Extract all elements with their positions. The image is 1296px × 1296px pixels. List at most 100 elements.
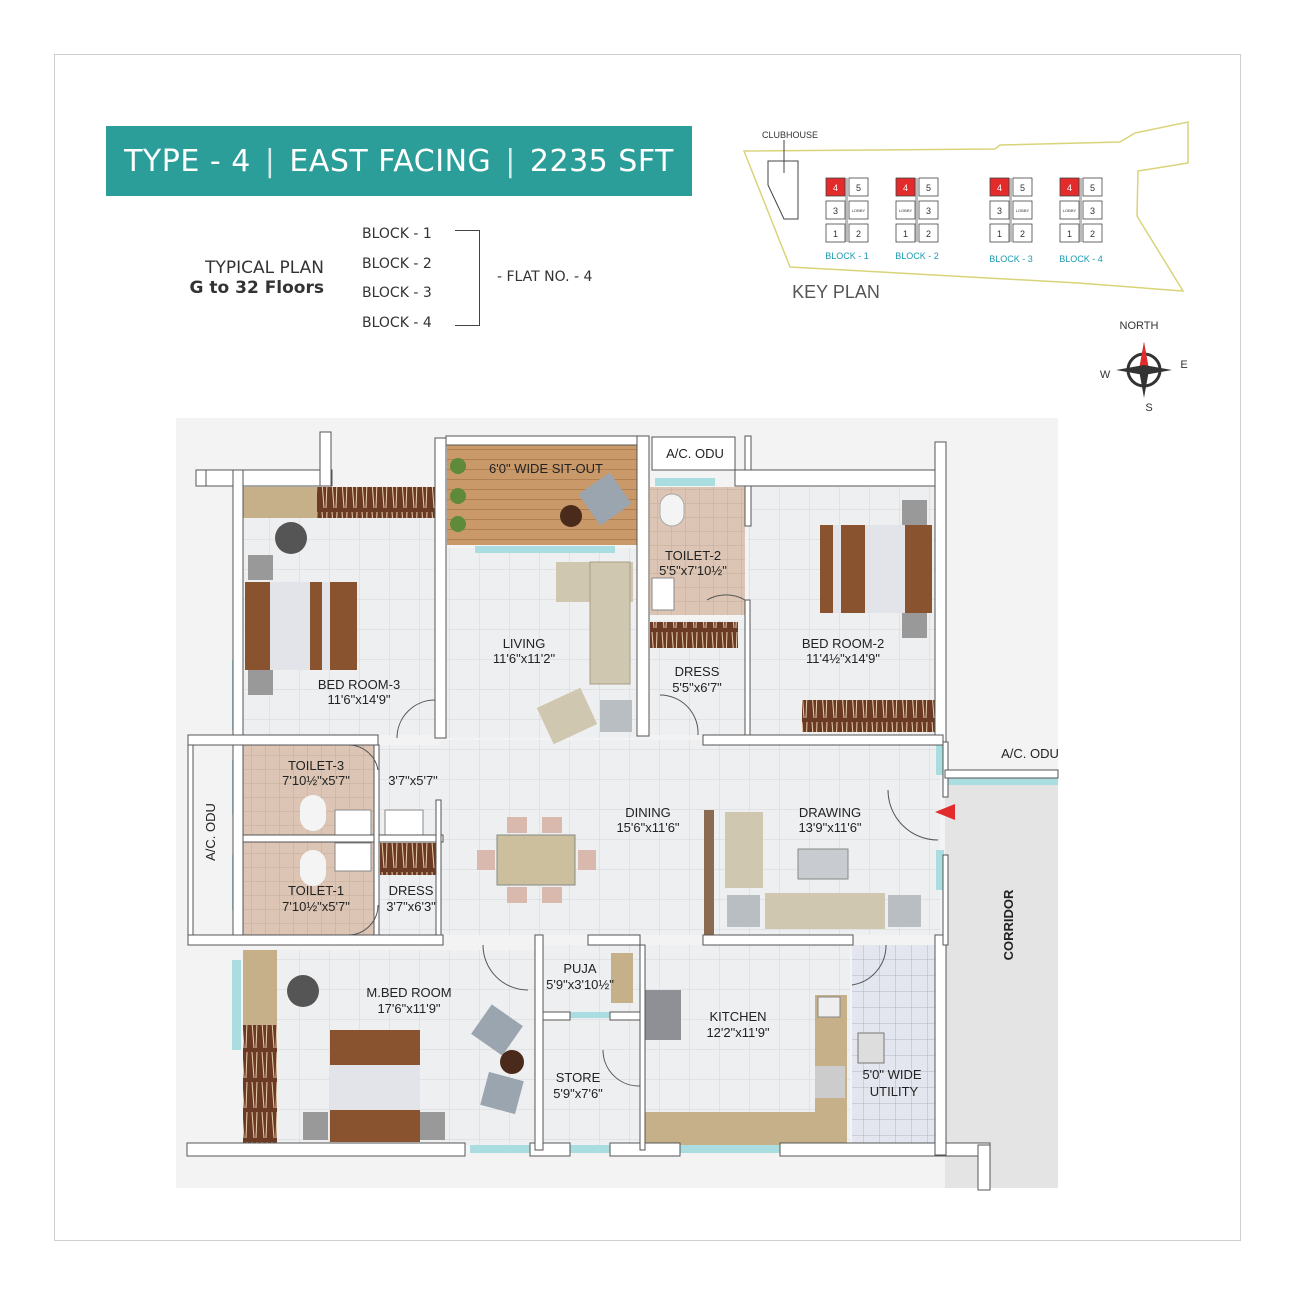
unit — [848, 200, 869, 220]
block-core — [1009, 178, 1012, 242]
unit-label: 5 — [856, 183, 861, 193]
unit-label: LOBBY — [852, 208, 866, 213]
unit — [989, 200, 1010, 220]
separator: | — [264, 143, 276, 179]
kitchen-size: 12'2"x11'9" — [706, 1025, 769, 1040]
floor-plan: 6'0" WIDE SIT-OUT A/C. ODU A/C. ODU A/C.… — [176, 418, 1059, 1191]
unit — [1012, 177, 1033, 197]
counter — [243, 487, 317, 518]
key-plan-block-label: BLOCK - 1 — [825, 251, 869, 261]
unit — [918, 223, 939, 243]
area: 2235 SFT — [529, 143, 674, 179]
unit — [1012, 200, 1033, 220]
kitchen-name: KITCHEN — [709, 1009, 766, 1024]
unit-label: 1 — [1067, 229, 1072, 239]
wardrobe — [243, 1025, 277, 1143]
dress2-size: 5'5"x6'7" — [672, 680, 722, 695]
toilet2-name: TOILET-2 — [665, 548, 721, 563]
mbed-name: M.BED ROOM — [366, 985, 451, 1000]
key-plan-block-label: BLOCK - 2 — [895, 251, 939, 261]
utility-name: UTILITY — [870, 1084, 919, 1099]
unit-label: 2 — [1020, 229, 1025, 239]
facing: EAST FACING — [289, 143, 492, 179]
compass-south: S — [1145, 402, 1152, 414]
bed — [820, 500, 932, 638]
dress1-size: 3'7"x6'3" — [386, 899, 436, 914]
doors — [347, 594, 939, 1087]
compass-north: NORTH — [1120, 320, 1159, 332]
corridor-label: CORRIDOR — [1001, 889, 1016, 960]
unit-label: 1 — [903, 229, 908, 239]
highlighted-unit — [989, 177, 1010, 197]
unit — [825, 200, 846, 220]
highlighted-unit — [1059, 177, 1080, 197]
sitout-label: 6'0" WIDE SIT-OUT — [489, 461, 603, 476]
unit — [918, 200, 939, 220]
block-list: BLOCK - 1 BLOCK - 2 BLOCK - 3 BLOCK - 4 — [362, 226, 432, 345]
bracket — [455, 230, 480, 326]
bathroom-fixtures — [300, 493, 685, 886]
unit — [848, 177, 869, 197]
unit-label: 5 — [1090, 183, 1095, 193]
unit — [1012, 223, 1033, 243]
compass: NORTH E W S — [1100, 320, 1188, 414]
unit — [895, 223, 916, 243]
bed — [245, 555, 357, 695]
acodu-left-label: A/C. ODU — [203, 803, 218, 861]
unit-label: 4 — [903, 183, 908, 193]
clubhouse-label: CLUBHOUSE — [762, 130, 818, 140]
clubhouse-shape — [767, 160, 799, 220]
toilet3-name: TOILET-3 — [288, 758, 344, 773]
unit — [895, 200, 916, 220]
side-table — [600, 700, 632, 732]
unit-label: 3 — [997, 206, 1002, 216]
typical-plan-label: TYPICAL PLAN G to 32 Floors — [190, 258, 324, 298]
sink — [817, 996, 841, 1018]
unit — [918, 177, 939, 197]
compass-ew-needle — [1116, 365, 1172, 375]
block-core — [1079, 178, 1082, 242]
refrigerator — [645, 990, 681, 1040]
key-plan-title: KEY PLAN — [792, 282, 880, 302]
drawing-name: DRAWING — [799, 805, 861, 820]
unit-label: 4 — [997, 183, 1002, 193]
floors-range: G to 32 Floors — [189, 278, 324, 298]
bedroom3-size: 11'6"x14'9" — [327, 692, 390, 707]
highlighted-unit — [895, 177, 916, 197]
block-item: BLOCK - 1 — [362, 226, 432, 242]
mbed-size: 17'6"x11'9" — [377, 1001, 440, 1016]
chair — [578, 472, 632, 526]
bedroom3-name: BED ROOM-3 — [318, 677, 400, 692]
unit-label: 3 — [1090, 206, 1095, 216]
block-core — [845, 178, 848, 242]
wardrobe — [650, 622, 738, 648]
armchair — [536, 687, 598, 745]
unit — [1082, 223, 1103, 243]
stool — [275, 522, 307, 554]
acodu-top-label: A/C. ODU — [666, 446, 724, 461]
stool — [287, 975, 319, 1007]
wardrobe — [380, 843, 438, 875]
unit-label: LOBBY — [899, 208, 913, 213]
unit-label: 2 — [856, 229, 861, 239]
armchairs — [471, 1004, 524, 1115]
puja-name: PUJA — [563, 961, 597, 976]
highlighted-unit — [825, 177, 846, 197]
unit — [1059, 223, 1080, 243]
wardrobe — [802, 700, 935, 732]
living-name: LIVING — [503, 636, 546, 651]
corridor-area — [945, 785, 1058, 1188]
block-item: BLOCK - 4 — [362, 315, 432, 332]
walls — [186, 431, 1059, 1191]
unit-label: 3 — [833, 206, 838, 216]
separator: | — [505, 143, 516, 179]
toilet2-size: 5'5"x7'10½" — [659, 563, 727, 578]
puja-size: 5'9"x3'10½" — [546, 977, 614, 992]
tv-unit — [704, 810, 714, 935]
title-banner: TYPE - 4 | EAST FACING | 2235 SFT — [106, 126, 692, 196]
utility-width: 5'0" WIDE — [862, 1067, 921, 1082]
compass-north-needle — [1139, 342, 1149, 370]
unit — [989, 223, 1010, 243]
unit-label: LOBBY — [1063, 208, 1077, 213]
